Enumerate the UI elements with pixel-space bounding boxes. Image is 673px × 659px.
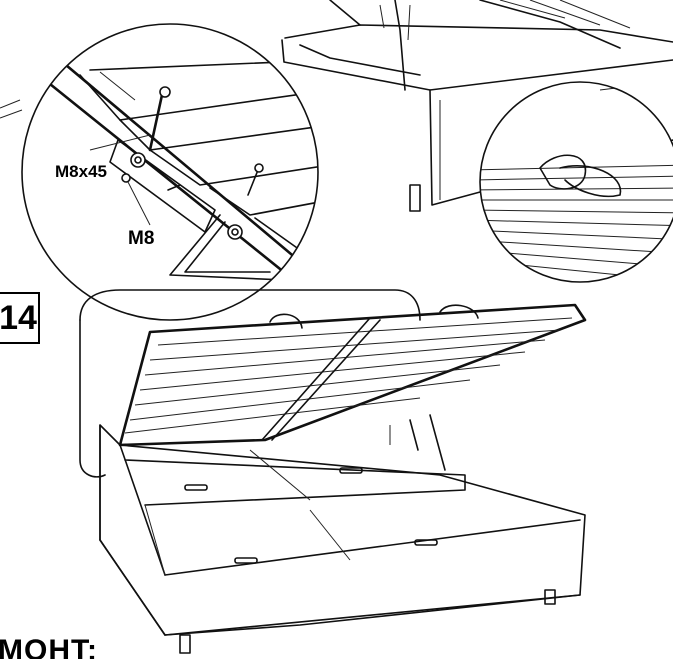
strap-left: [270, 314, 302, 328]
bracket-detail-view: [22, 24, 330, 320]
lift-strap: [540, 155, 585, 189]
bolt-label: M8x45: [55, 162, 107, 181]
washer: [131, 153, 145, 167]
nut-label: M8: [128, 228, 155, 249]
strap-right: [440, 305, 478, 318]
nut-m8: [122, 174, 130, 182]
gas-lift: [430, 415, 445, 470]
strap-detail-view: [470, 80, 673, 282]
main-bed-illustration: [80, 290, 585, 653]
headboard: [80, 290, 420, 320]
bolt-m8x45: [150, 95, 162, 150]
lifted-platform: [120, 305, 585, 445]
bed-leg: [410, 185, 420, 211]
section-heading: MOHT:: [0, 634, 98, 659]
step-number-box: 14: [0, 292, 40, 344]
top-bed-frame-view: [0, 0, 673, 211]
